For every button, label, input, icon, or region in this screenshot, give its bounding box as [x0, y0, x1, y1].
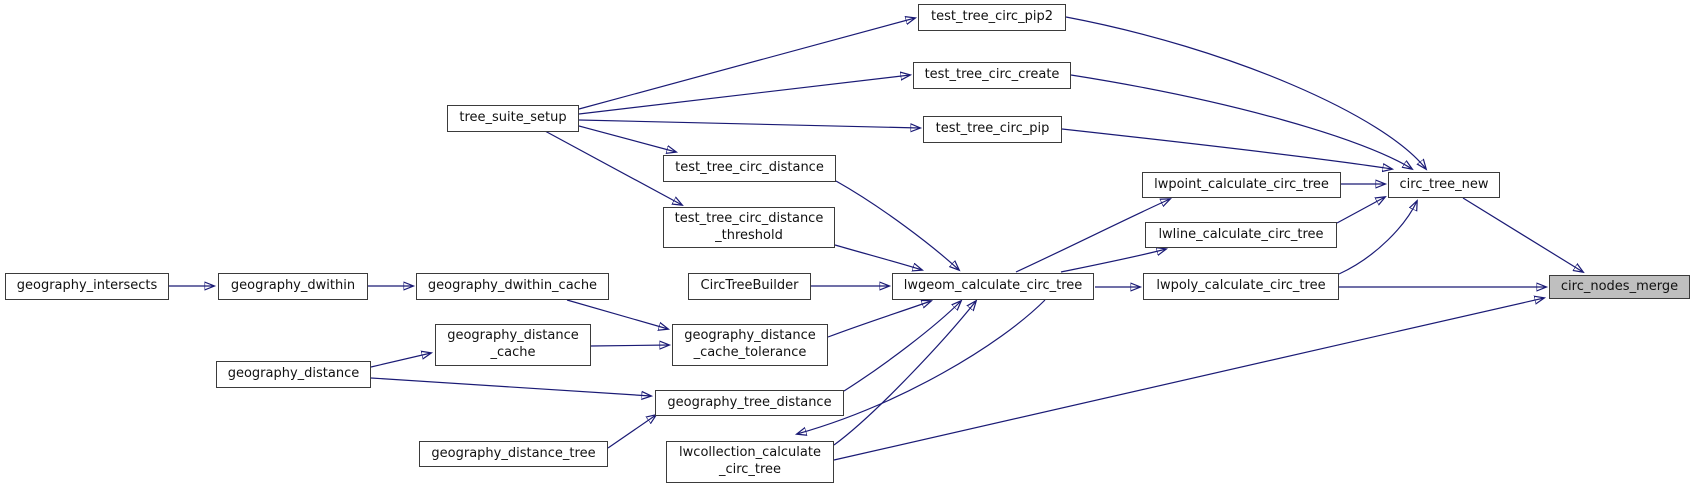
edge-lwcollection-circnodesmerge: [833, 298, 1544, 461]
edge-distancecache-tolerance: [590, 345, 669, 346]
node-circ_nodes_merge: circ_nodes_merge: [1549, 275, 1690, 299]
node-test_tree_circ_pip[interactable]: test_tree_circ_pip: [923, 116, 1062, 143]
edge-lwgeom-lwcollection: [797, 299, 1046, 434]
edge-setup-pip: [578, 119, 920, 128]
edge-setup-threshold: [544, 130, 682, 205]
node-tree_suite_setup[interactable]: tree_suite_setup: [447, 105, 579, 132]
node-geography_distance_cache[interactable]: geography_distance _cache: [435, 324, 591, 366]
node-geography_intersects[interactable]: geography_intersects: [5, 273, 169, 300]
edge-circtreenew-circnodesmerge: [1462, 197, 1583, 272]
edge-distance-treedistance: [370, 377, 651, 396]
node-geography_dwithin_cache[interactable]: geography_dwithin_cache: [416, 273, 609, 300]
edge-lwgeom-lwpoint: [1015, 199, 1170, 273]
node-test_tree_circ_distance[interactable]: test_tree_circ_distance: [663, 155, 836, 182]
edge-lwcollection-lwgeom: [833, 301, 976, 446]
node-lwpoly_calculate_circ_tree[interactable]: lwpoly_calculate_circ_tree: [1143, 273, 1339, 300]
edge-create-circtreenew: [1070, 74, 1412, 169]
node-circ_tree_new[interactable]: circ_tree_new: [1388, 172, 1500, 198]
node-lwpoint_calculate_circ_tree[interactable]: lwpoint_calculate_circ_tree: [1142, 172, 1341, 198]
node-geography_distance[interactable]: geography_distance: [216, 361, 371, 388]
edge-lwgeom-lwline: [1060, 249, 1166, 273]
node-geography_tree_distance[interactable]: geography_tree_distance: [655, 390, 844, 416]
node-test_tree_circ_distance_threshold[interactable]: test_tree_circ_distance _threshold: [663, 207, 835, 248]
edge-lwline-circtreenew: [1336, 197, 1385, 224]
node-geography_dwithin[interactable]: geography_dwithin: [218, 273, 368, 300]
node-lwcollection_calculate_circ_tree[interactable]: lwcollection_calculate _circ_tree: [666, 441, 834, 483]
edge-testdistance-lwgeom: [835, 180, 959, 270]
edge-setup-create: [578, 75, 910, 115]
edge-distancetree-treedistance: [607, 415, 656, 449]
node-CircTreeBuilder[interactable]: CircTreeBuilder: [688, 273, 811, 300]
edge-setup-testdistance: [578, 125, 676, 152]
edge-lwpoly-circtreenew: [1338, 201, 1417, 275]
edge-tolerance-lwgeom: [827, 301, 931, 338]
edge-dwithincache-tolerance: [566, 299, 668, 329]
edge-setup-pip2: [578, 18, 915, 110]
edge-pip-circtreenew: [1061, 128, 1392, 169]
node-lwgeom_calculate_circ_tree[interactable]: lwgeom_calculate_circ_tree: [892, 273, 1094, 300]
edge-distance-distancecache: [370, 353, 431, 368]
edge-pip2-circtreenew: [1065, 16, 1426, 169]
node-test_tree_circ_pip2[interactable]: test_tree_circ_pip2: [918, 4, 1066, 31]
node-geography_distance_tree[interactable]: geography_distance_tree: [419, 441, 608, 467]
edge-threshold-lwgeom: [834, 244, 922, 270]
node-geography_distance_cache_tolerance[interactable]: geography_distance _cache_tolerance: [672, 324, 828, 366]
node-test_tree_circ_create[interactable]: test_tree_circ_create: [913, 62, 1071, 89]
edge-treedistance-lwgeom: [843, 301, 961, 392]
node-lwline_calculate_circ_tree[interactable]: lwline_calculate_circ_tree: [1145, 222, 1337, 248]
